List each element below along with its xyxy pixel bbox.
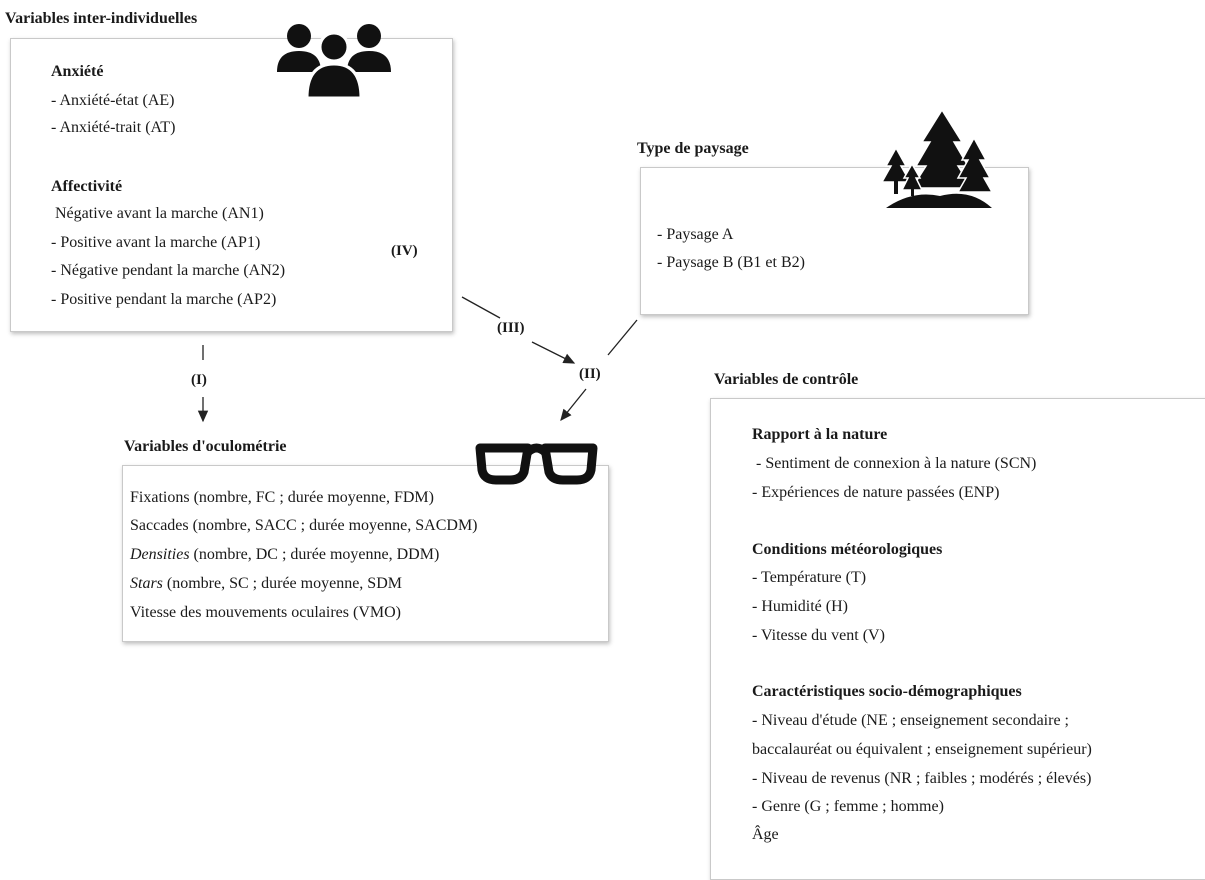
control-title: Variables de contrôle (714, 371, 859, 388)
oculometry-title: Variables d'oculométrie (124, 438, 287, 455)
oculometry-item: Vitesse des mouvements oculaires (VMO) (130, 604, 401, 621)
meteo-item: - Vitesse du vent (V) (752, 627, 885, 644)
oculometry-item: Densities (nombre, DC ; durée moyenne, D… (130, 546, 440, 563)
nature-item: - Expériences de nature passées (ENP) (752, 484, 1000, 501)
socio-item: - Genre (G ; femme ; homme) (752, 798, 944, 815)
socio-item: - Niveau d'étude (NE ; enseignement seco… (752, 712, 1069, 729)
meteo-heading: Conditions météorologiques (752, 541, 943, 558)
landscape-item: - Paysage A (657, 226, 734, 243)
inter-individual-box (10, 38, 453, 332)
landscape-item: - Paysage B (B1 et B2) (657, 254, 805, 271)
anxiete-item: - Anxiété-état (AE) (51, 92, 175, 109)
socio-item: - Niveau de revenus (NR ; faibles ; modé… (752, 770, 1092, 787)
oculometry-item: Stars (nombre, SC ; durée moyenne, SDM (130, 575, 402, 592)
people-group-icon (277, 24, 391, 98)
affectivite-item: Négative avant la marche (AN1) (51, 205, 264, 222)
landscape-title: Type de paysage (637, 140, 749, 157)
meteo-item: - Humidité (H) (752, 598, 848, 615)
control-box (710, 398, 1205, 880)
glasses-icon (475, 443, 598, 485)
arrow-iii-top (461, 296, 501, 319)
inter-individual-title: Variables inter-individuelles (5, 10, 204, 28)
socio-item: baccalauréat ou équivalent ; enseignemen… (752, 741, 1092, 758)
anxiete-heading: Anxiété (51, 63, 104, 80)
arrow-label-i: (I) (189, 372, 209, 389)
meteo-item: - Température (T) (752, 569, 867, 586)
affectivite-item: - Positive avant la marche (AP1) (51, 234, 261, 251)
affectivite-item: - Positive pendant la marche (AP2) (51, 291, 277, 308)
anxiete-item: - Anxiété-trait (AT) (51, 119, 176, 136)
arrow-ii-bottom (560, 388, 587, 422)
oculometry-item: Saccades (nombre, SACC ; durée moyenne, … (130, 517, 478, 534)
oculometry-item: Fixations (nombre, FC ; durée moyenne, F… (130, 489, 434, 506)
nature-item: - Sentiment de connexion à la nature (SC… (752, 455, 1037, 472)
nature-heading: Rapport à la nature (752, 426, 888, 443)
affectivite-item: - Négative pendant la marche (AN2) (51, 262, 286, 279)
oculometry-box (122, 465, 609, 642)
socio-item: Âge (752, 826, 779, 843)
socio-heading: Caractéristiques socio-démographiques (752, 683, 1022, 700)
arrow-label-iii: (III) (495, 320, 527, 337)
arrow-label-ii: (II) (577, 366, 603, 383)
arrow-iii-bottom (531, 341, 576, 364)
arrow-label-iv: (IV) (391, 243, 418, 259)
trees-icon (882, 108, 994, 208)
affectivite-heading: Affectivité (51, 178, 123, 195)
arrow-ii-top (607, 319, 638, 356)
